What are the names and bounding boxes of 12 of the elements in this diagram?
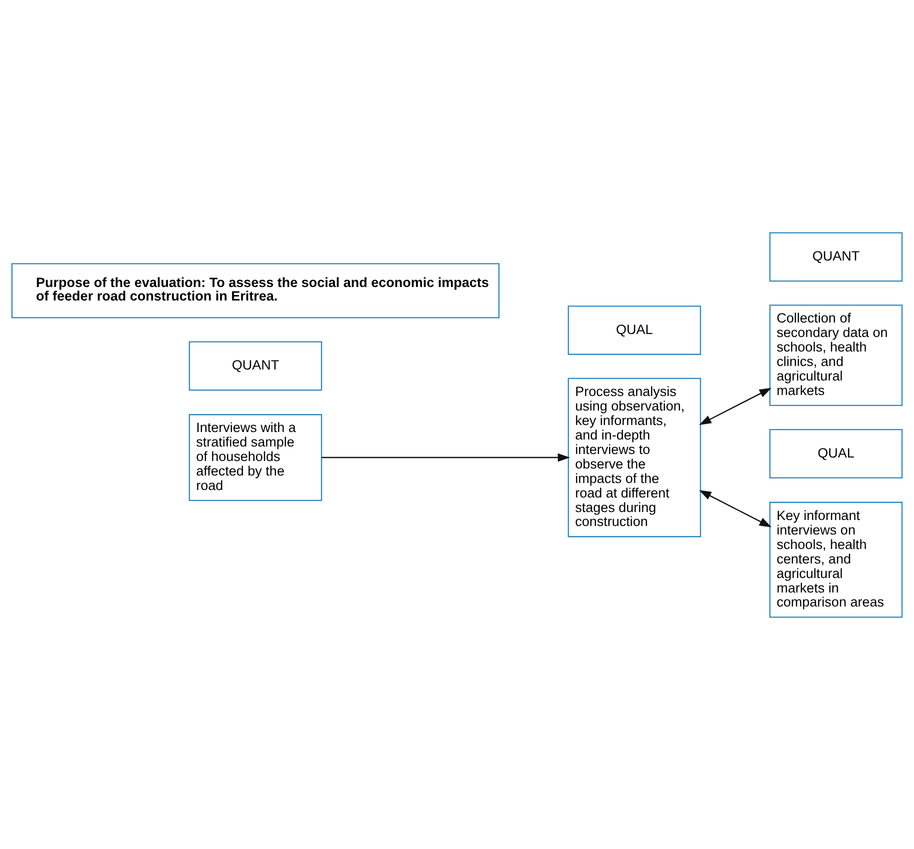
node-box: Purpose of the evaluation: To assess the social and economic impacts of feeder road construction in Eritrea. (11, 262, 500, 318)
arrow (699, 490, 772, 527)
node-box: Process analysis using observation, key informants, and in-depth interviews to observe the impacts of the road at different stages during construction (568, 377, 702, 537)
node-box: QUAL (769, 428, 903, 478)
node-box: QUANT (769, 232, 903, 282)
arrow (699, 387, 772, 424)
node-box: Collection of secondary data on schools, health clinics, and agricultural markets (769, 304, 903, 406)
node-box: Interviews with a stratified sample of households affected by the road (188, 414, 322, 501)
node-box: QUANT (188, 340, 322, 390)
arrow (322, 452, 570, 462)
node-box: Key informant interviews on schools, health centers, and agricultural markets in comparison areas (769, 501, 903, 618)
node-box: QUAL (568, 305, 702, 354)
